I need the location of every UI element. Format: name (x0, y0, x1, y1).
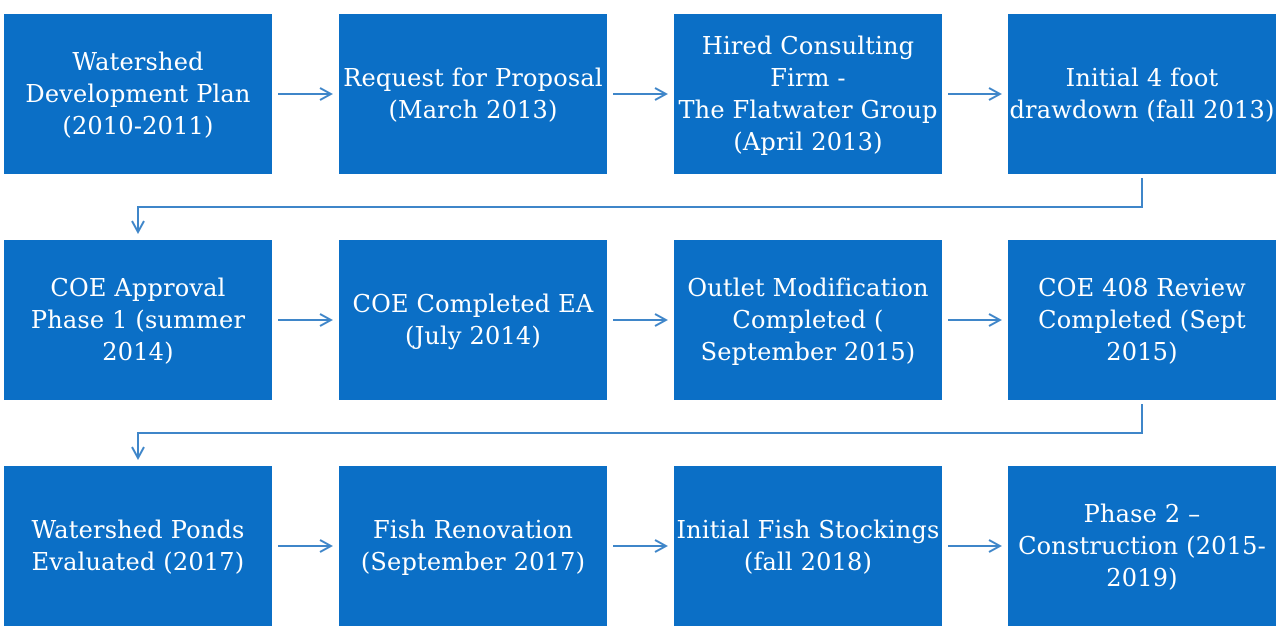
step-label-line: COE 408 Review (1038, 274, 1246, 302)
step-label-line: COE Completed EA (352, 290, 594, 318)
step-box-coe-408-review: COE 408 Review Completed (Sept 2015) (1008, 240, 1276, 400)
wrap-connector-arrow (138, 178, 1143, 232)
step-box-fish-renovation: Fish Renovation (September 2017) (339, 466, 607, 626)
step-label-line: drawdown (fall 2013) (1009, 96, 1275, 124)
step-label-line: (fall 2018) (743, 548, 873, 576)
step-box-watershed-ponds-evaluated: Watershed Ponds Evaluated (2017) (4, 466, 272, 626)
step-label: Initial Fish Stockings (fall 2018) (677, 514, 940, 578)
step-label-line: Phase 1 (summer (30, 306, 246, 334)
step-label: COE Approval Phase 1 (summer 2014) (31, 272, 245, 368)
step-label-line: Development Plan (25, 80, 251, 108)
step-label: Request for Proposal (March 2013) (343, 62, 603, 126)
step-label-line: The Flatwater Group (678, 96, 938, 124)
step-label-line: Initial Fish Stockings (676, 516, 940, 544)
step-label: Fish Renovation (September 2017) (361, 514, 585, 578)
step-box-coe-completed-ea: COE Completed EA (July 2014) (339, 240, 607, 400)
step-box-coe-approval-phase-1: COE Approval Phase 1 (summer 2014) (4, 240, 272, 400)
step-label-line: Request for Proposal (343, 64, 603, 92)
step-label: Outlet Modification Completed ( Septembe… (687, 272, 928, 368)
step-label-line: Phase 2 – (1083, 500, 1201, 528)
step-box-initial-drawdown: Initial 4 foot drawdown (fall 2013) (1008, 14, 1276, 174)
step-label-line: (March 2013) (388, 96, 558, 124)
connector-arrows (138, 94, 1143, 546)
step-box-watershed-development-plan: Watershed Development Plan (2010-2011) (4, 14, 272, 174)
step-label: Hired Consulting Firm - The Flatwater Gr… (678, 30, 937, 158)
step-label-line: Firm - (770, 64, 846, 92)
step-label: Initial 4 foot drawdown (fall 2013) (1009, 62, 1274, 126)
step-label-line: Fish Renovation (372, 516, 573, 544)
step-label: Watershed Ponds Evaluated (2017) (32, 514, 245, 578)
step-label-line: (July 2014) (405, 322, 541, 350)
step-label-line: 2015) (1106, 338, 1178, 366)
step-box-phase-2-construction: Phase 2 – Construction (2015- 2019) (1008, 466, 1276, 626)
step-label: Watershed Development Plan (2010-2011) (25, 46, 250, 142)
step-label-line: 2014) (102, 338, 174, 366)
step-box-initial-fish-stockings: Initial Fish Stockings (fall 2018) (674, 466, 942, 626)
wrap-connector-arrow (138, 404, 1143, 458)
step-label-line: Evaluated (2017) (31, 548, 245, 576)
step-label: COE Completed EA (July 2014) (353, 288, 594, 352)
step-label-line: (April 2013) (733, 128, 883, 156)
step-label-line: Construction (2015- (1018, 532, 1266, 560)
step-box-request-for-proposal: Request for Proposal (March 2013) (339, 14, 607, 174)
step-label-line: Hired Consulting (701, 32, 915, 60)
step-label-line: Watershed Ponds (31, 516, 245, 544)
step-box-outlet-modification: Outlet Modification Completed ( Septembe… (674, 240, 942, 400)
step-label-line: COE Approval (50, 274, 226, 302)
step-label-line: Completed ( (732, 306, 884, 334)
step-label-line: Initial 4 foot (1065, 64, 1219, 92)
step-label-line: Watershed (72, 48, 204, 76)
step-label-line: Completed (Sept (1038, 306, 1246, 334)
step-label: Phase 2 – Construction (2015- 2019) (1018, 498, 1266, 594)
step-label-line: (September 2017) (360, 548, 586, 576)
step-box-hired-consulting-firm: Hired Consulting Firm - The Flatwater Gr… (674, 14, 942, 174)
step-label-line: September 2015) (700, 338, 916, 366)
step-label-line: (2010-2011) (62, 112, 214, 140)
step-label: COE 408 Review Completed (Sept 2015) (1038, 272, 1246, 368)
step-label-line: Outlet Modification (687, 274, 929, 302)
step-label-line: 2019) (1106, 564, 1178, 592)
